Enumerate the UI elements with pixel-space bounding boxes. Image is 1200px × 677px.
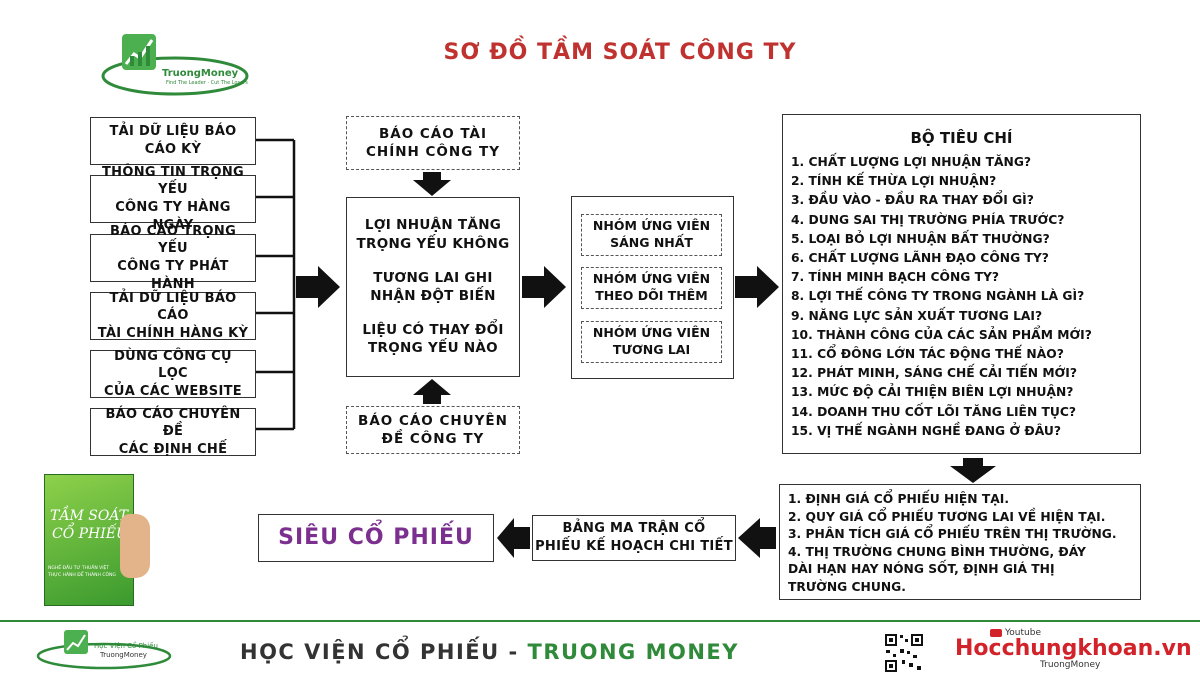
header-logo: TruongMoney Find The Leader · Cut The Lo… (100, 28, 250, 98)
arrow-left-2 (497, 518, 530, 558)
footer-title: HỌC VIỆN CỔ PHIẾU - TRUONG MONEY (240, 640, 739, 664)
logo-brand: TruongMoney (162, 68, 239, 79)
book-subtitle-2: THỰC HÀNH ĐỂ THÀNH CÔNG (48, 573, 116, 578)
qr-icon (884, 633, 924, 673)
valuation-line: TRƯỜNG CHUNG. (788, 579, 906, 594)
criteria-item: 13. MỨC ĐỘ CẢI THIỆN BIÊN LỢI NHUẬN? (791, 385, 1074, 400)
criteria-item: 14. DOANH THU CỐT LÕI TĂNG LIÊN TỤC? (791, 404, 1077, 419)
site-link[interactable]: Hocchungkhoan.vn (955, 636, 1192, 661)
valuation-line: 2. QUY GIÁ CỔ PHIẾU TƯƠNG LAI VỀ HIỆN TẠ… (788, 509, 1106, 524)
valuation-line: 1. ĐỊNH GIÁ CỔ PHIẾU HIỆN TẠI. (788, 492, 1010, 506)
youtube-icon (990, 629, 1002, 637)
criteria-item: 10. THÀNH CÔNG CỦA CÁC SẢN PHẨM MỚI? (791, 327, 1092, 342)
criteria-item: 11. CỔ ĐÔNG LỚN TÁC ĐỘNG THẾ NÀO? (791, 347, 1064, 362)
criteria-item: 15. VỊ THẾ NGÀNH NGHỀ ĐANG Ở ĐÂU? (791, 423, 1061, 438)
valuation-line: DÀI HẠN HAY NÓNG SỐT, ĐỊNH GIÁ THỊ (788, 562, 1055, 576)
arrow-left-1 (738, 518, 776, 558)
footer-logo: Học Viện Cổ Phiếu TruongMoney (34, 628, 184, 672)
footer-logo-icon (36, 630, 172, 670)
criteria-item: 9. NĂNG LỰC SẢN XUẤT TƯƠNG LAI? (791, 308, 1043, 323)
footer-divider (0, 620, 1200, 622)
youtube-label: Youtube (1005, 628, 1041, 638)
hand-shape (120, 514, 150, 578)
youtube-badge: Youtube (990, 628, 1041, 638)
valuation-line: 3. PHÂN TÍCH GIÁ CỔ PHIẾU TRÊN THỊ TRƯỜN… (788, 527, 1117, 541)
arrow-right-3 (735, 266, 779, 308)
page-title: SƠ ĐỒ TẦM SOÁT CÔNG TY (443, 40, 797, 65)
criteria-item: 2. TÍNH KẾ THỪA LỢI NHUẬN? (791, 174, 997, 189)
key-questions-box: LỢI NHUẬN TĂNG TRỌNG YẾU KHÔNG TƯƠNG LAI… (346, 197, 520, 377)
criteria-list: 1. CHẤT LƯỢNG LỢI NHUẬN TĂNG? 2. TÍNH KẾ… (783, 153, 1140, 441)
criteria-heading: BỘ TIÊU CHÍ (910, 129, 1013, 147)
logo-icon (101, 34, 249, 96)
arrow-up-bottom (413, 379, 451, 404)
footer-logo-text: Học Viện Cổ Phiếu (94, 642, 158, 650)
arrow-right-1 (296, 266, 340, 308)
criteria-box: BỘ TIÊU CHÍ 1. CHẤT LƯỢNG LỢI NHUẬN TĂNG… (782, 114, 1141, 454)
criteria-item: 4. DUNG SAI THỊ TRƯỜNG PHÍA TRƯỚC? (791, 212, 1065, 227)
criteria-item: 12. PHÁT MINH, SÁNG CHẾ CẢI TIẾN MỚI? (791, 366, 1078, 381)
criteria-item: 5. LOẠI BỎ LỢI NHUẬN BẤT THƯỜNG? (791, 231, 1050, 246)
valuation-box: 1. ĐỊNH GIÁ CỔ PHIẾU HIỆN TẠI. 2. QUY GI… (779, 484, 1141, 600)
arrow-right-2 (522, 266, 566, 308)
criteria-item: 6. CHẤT LƯỢNG LÃNH ĐẠO CÔNG TY? (791, 251, 1049, 266)
footer-logo-brand: TruongMoney (100, 651, 147, 659)
site-sub: TruongMoney (1040, 660, 1101, 670)
criteria-item: 1. CHẤT LƯỢNG LỢI NHUẬN TĂNG? (791, 155, 1032, 169)
super-stock-box: SIÊU CỔ PHIẾU (258, 514, 494, 562)
book-subtitle: NGHỀ ĐẦU TƯ THUẦN VIỆT (48, 566, 110, 571)
criteria-item: 8. LỢI THẾ CÔNG TY TRONG NGÀNH LÀ GÌ? (791, 289, 1085, 304)
criteria-item: 3. ĐẦU VÀO - ĐẦU RA THAY ĐỔI GÌ? (791, 193, 1034, 208)
logo-tagline: Find The Leader · Cut The Losers (166, 80, 248, 86)
arrow-down-top (413, 172, 451, 196)
arrow-down-criteria (950, 458, 996, 483)
book-title-2: CỔ PHIẾU (52, 526, 128, 542)
book-image: TẦM SOÁT CỔ PHIẾU NGHỀ ĐẦU TƯ THUẦN VIỆT… (44, 474, 154, 606)
qr-code (884, 633, 924, 673)
book-title-1: TẦM SOÁT (50, 508, 128, 524)
criteria-item: 7. TÍNH MINH BẠCH CÔNG TY? (791, 270, 1000, 285)
valuation-line: 4. THỊ TRƯỜNG CHUNG BÌNH THƯỜNG, ĐÁY (788, 544, 1086, 559)
